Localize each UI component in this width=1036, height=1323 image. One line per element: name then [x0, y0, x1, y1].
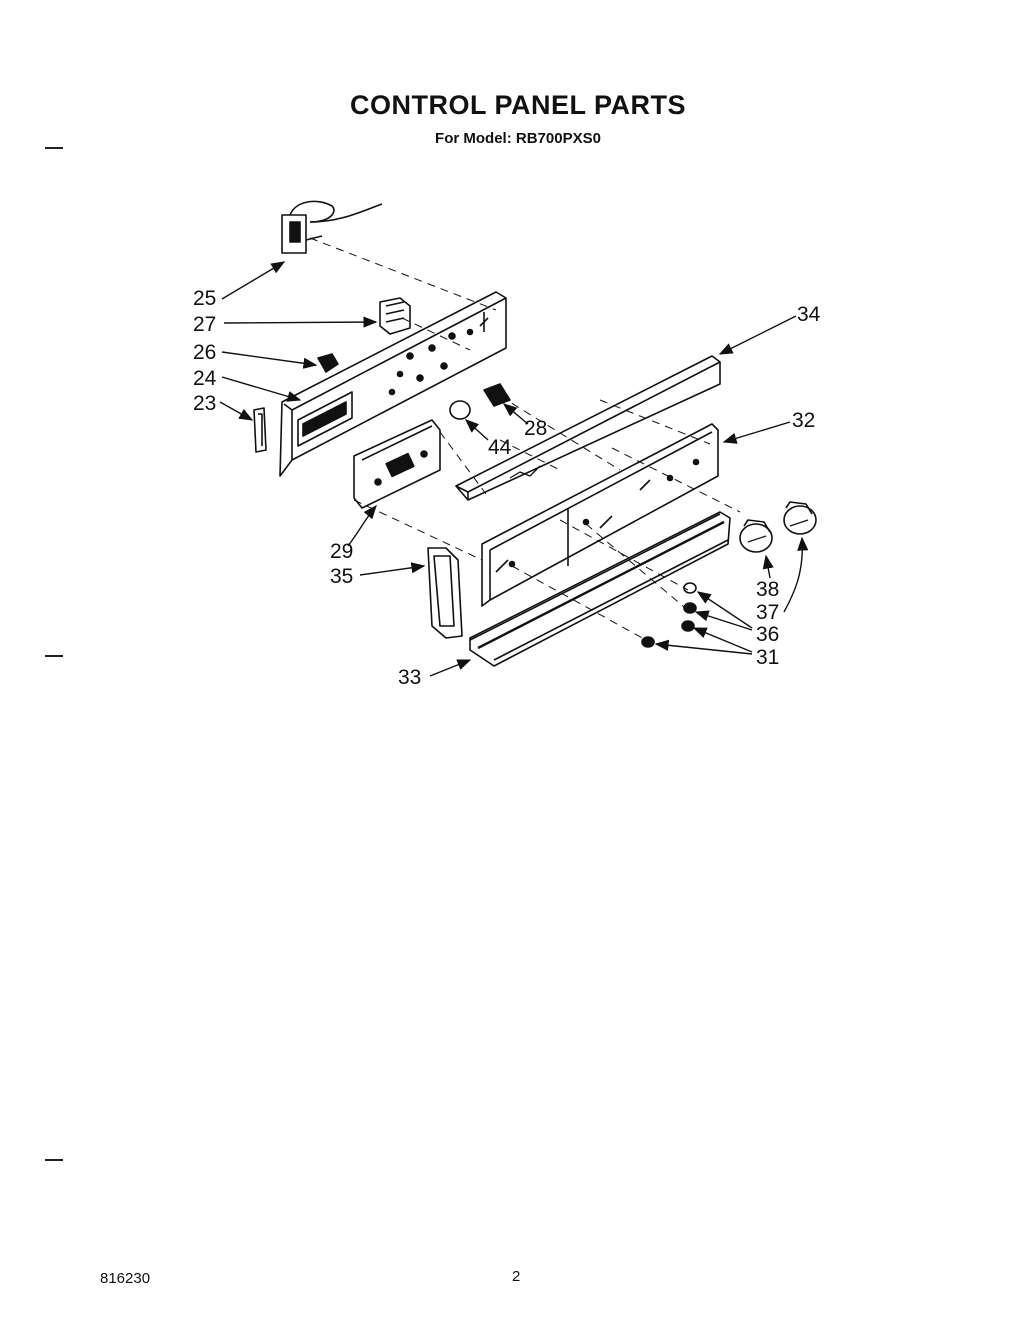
part-bulb: [449, 400, 471, 420]
part-indicator-light: [317, 353, 339, 373]
callout-32: 32: [792, 409, 815, 432]
callout-29: 29: [330, 540, 353, 563]
callout-26: 26: [193, 341, 216, 364]
page-number: 2: [512, 1268, 521, 1285]
part-window-frame: [427, 547, 463, 639]
part-lamp-socket: [483, 383, 511, 407]
document-number: 816230: [100, 1270, 151, 1287]
part-switch-block: [379, 297, 411, 335]
callout-27: 27: [193, 313, 216, 336]
callout-36: 36: [756, 623, 779, 646]
part-knob-left: [739, 519, 773, 553]
callout-24: 24: [193, 367, 217, 390]
page-title: CONTROL PANEL PARTS: [349, 90, 687, 120]
part-thermostat: [281, 200, 383, 254]
part-button-31a: [681, 620, 695, 632]
part-control-panel-glass: [481, 423, 719, 607]
punch-mark-middle: [45, 655, 63, 657]
part-button-36a: [683, 582, 697, 594]
part-clock-panel: [353, 419, 441, 509]
part-button-31b: [641, 636, 655, 648]
part-control-bracket: [279, 291, 507, 477]
model-subtitle: For Model: RB700PXS0: [0, 130, 1036, 147]
part-bottom-trim: [469, 511, 731, 667]
callout-23: 23: [193, 392, 216, 415]
assembly-lines: [309, 237, 741, 641]
callout-28: 28: [524, 417, 547, 440]
part-side-clip: [253, 407, 267, 453]
part-knob-right: [783, 501, 817, 535]
part-top-trim: [455, 355, 721, 501]
callout-31: 31: [756, 646, 779, 669]
callout-34: 34: [797, 303, 821, 326]
model-number: RB700PXS0: [515, 130, 601, 147]
part-button-36b: [683, 602, 697, 614]
punch-mark-bottom: [45, 1159, 63, 1161]
callout-25: 25: [193, 287, 216, 310]
callout-35: 35: [330, 565, 353, 588]
callout-37: 37: [756, 601, 779, 624]
callout-leaders: [219, 261, 809, 677]
callout-44: 44: [488, 436, 512, 459]
callout-38: 38: [756, 578, 779, 601]
punch-mark-top: [45, 147, 63, 149]
callout-33: 33: [398, 666, 421, 689]
model-prefix: For Model:: [435, 130, 512, 147]
